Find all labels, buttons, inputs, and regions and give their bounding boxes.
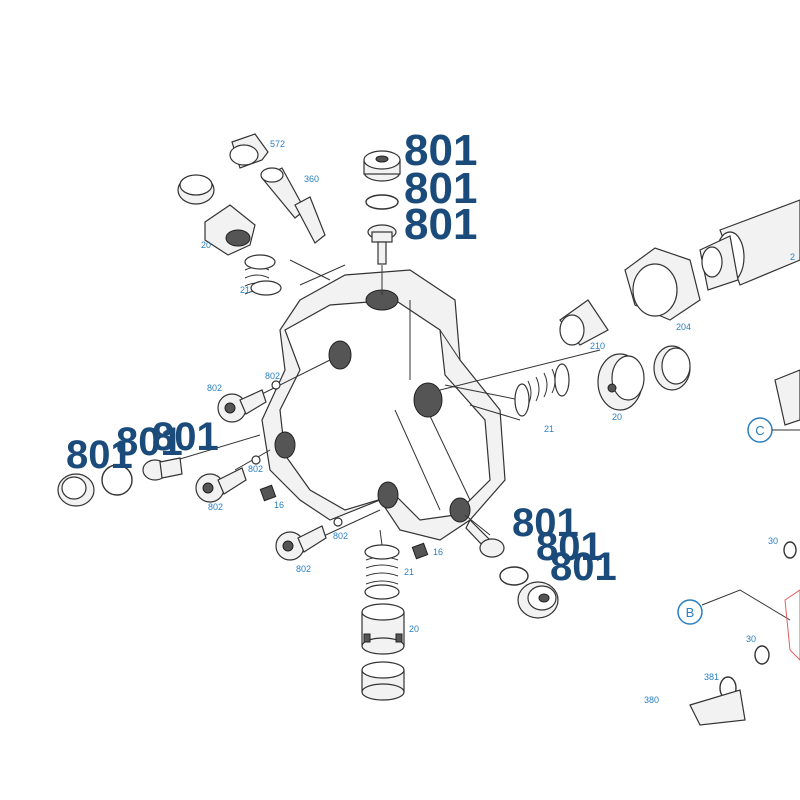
ball-802-b (251, 455, 261, 465)
plug-801-bottom (517, 581, 559, 619)
label-30-b: 30 (746, 634, 756, 644)
tappet-20-top (204, 204, 256, 256)
label-20-bottom: 20 (409, 624, 419, 634)
screw-802-c (275, 525, 327, 561)
label-21-top: 21 (240, 285, 250, 295)
ball-802-a (271, 380, 281, 390)
partial-part-bottom-right (689, 689, 746, 726)
pin-16-a (259, 484, 277, 502)
label-16-b: 16 (433, 547, 443, 557)
label-360: 360 (304, 174, 319, 184)
label-210: 210 (590, 341, 605, 351)
tappet-20-right (597, 353, 645, 411)
ball-802-c (333, 517, 343, 527)
svg-text:B: B (686, 605, 695, 620)
housing-bore-right (413, 382, 443, 418)
cap-20-bottom (361, 661, 405, 701)
fitting-360 (260, 167, 326, 244)
housing-bore-left-3 (377, 481, 399, 509)
label-802-d: 802 (208, 502, 223, 512)
label-802-b: 802 (265, 371, 280, 381)
label-801-left-2: 801 (116, 420, 183, 464)
spring-21-top (244, 254, 282, 296)
label-30-a: 30 (768, 536, 778, 546)
label-21-right: 21 (544, 424, 554, 434)
tappet-20-bottom (361, 603, 405, 655)
valve-801-left (142, 457, 183, 481)
label-801-bottom-3: 801 (550, 545, 617, 589)
label-21-bottom: 21 (404, 567, 414, 577)
pin-16-b (411, 542, 429, 560)
label-204: 204 (676, 322, 691, 332)
label-20-top: 20 (201, 240, 211, 250)
plug-801-left (57, 473, 95, 507)
housing-bore-lower-right (449, 497, 471, 523)
callout-c: C (747, 417, 800, 443)
label-802-c: 802 (248, 464, 263, 474)
label-802-e: 802 (333, 531, 348, 541)
label-801-bottom-2: 801 (536, 525, 603, 569)
label-801-top-1: 801 (404, 126, 477, 175)
leader-lines (159, 259, 601, 546)
seal-ring-801-top (365, 194, 399, 210)
cap-572 (229, 133, 269, 169)
label-801-left-1: 801 (66, 433, 133, 477)
label-802-a: 802 (207, 383, 222, 393)
ring-30-b (754, 645, 770, 665)
label-380: 380 (644, 695, 659, 705)
seal-ring-801-bottom (499, 566, 529, 586)
label-801-top-2: 801 (404, 164, 477, 213)
ring-30-a (783, 541, 797, 559)
label-801-bottom-1: 801 (512, 501, 579, 545)
label-381: 381 (704, 672, 719, 682)
label-20-right: 20 (612, 412, 622, 422)
sleeve-210 (559, 299, 609, 346)
label-801-left-3: 801 (152, 415, 219, 459)
housing-bore-left-1 (328, 340, 352, 370)
spring-21-right (514, 363, 570, 417)
seal-ring-801-left (101, 464, 133, 496)
partial-part-right (774, 369, 800, 426)
housing-bore-left-2 (274, 431, 296, 459)
screw-802-a (217, 389, 267, 423)
label-2-edge: 2 (790, 252, 795, 262)
label-801-top-3: 801 (404, 200, 477, 249)
plug-801-top (363, 150, 401, 182)
label-16-a: 16 (274, 500, 284, 510)
nut-204 (624, 247, 701, 321)
svg-text:C: C (755, 423, 764, 438)
callout-b: B (677, 589, 800, 661)
screw-802-b (195, 467, 247, 503)
valve-801-top (367, 224, 397, 265)
valve-801-bottom (465, 518, 505, 558)
label-802-f: 802 (296, 564, 311, 574)
cap-20-top (177, 174, 215, 205)
spring-21-bottom (364, 544, 400, 600)
label-572: 572 (270, 139, 285, 149)
shaft-right (699, 199, 800, 291)
cap-right (653, 345, 691, 391)
